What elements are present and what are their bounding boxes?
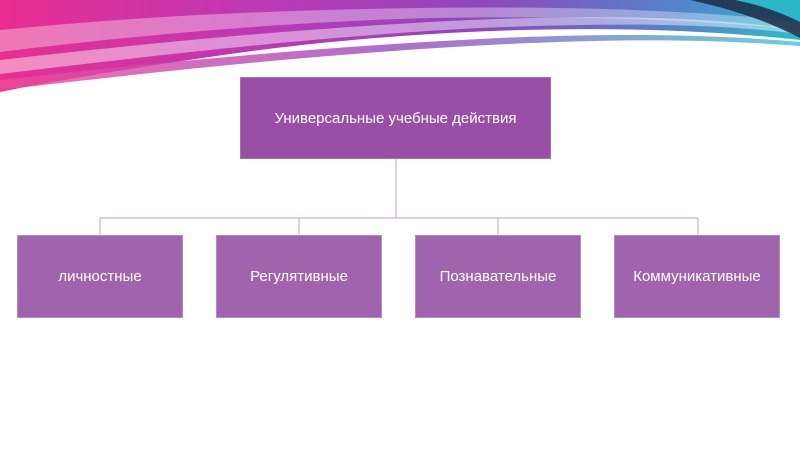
child-node-personal: личностные — [17, 235, 183, 318]
root-node: Универсальные учебные действия — [240, 77, 551, 159]
root-node-label: Универсальные учебные действия — [275, 110, 517, 127]
child-node-label: Регулятивные — [250, 268, 348, 285]
diagram-connectors — [100, 159, 698, 235]
child-node-communicative: Коммуникативные — [614, 235, 780, 318]
child-node-label: Коммуникативные — [633, 268, 761, 285]
child-node-label: личностные — [58, 268, 141, 285]
child-node-regulatory: Регулятивные — [216, 235, 382, 318]
child-node-cognitive: Познавательные — [415, 235, 581, 318]
child-node-label: Познавательные — [440, 268, 557, 285]
